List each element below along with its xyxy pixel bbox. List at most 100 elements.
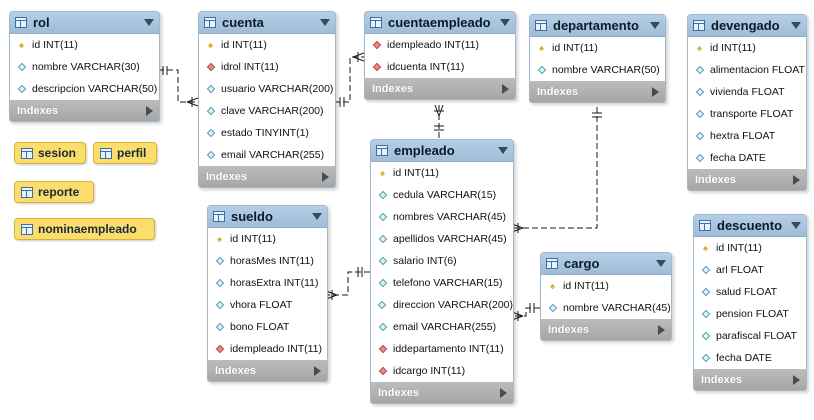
table-cuenta[interactable]: cuenta♠id INT(11)idrol INT(11)usuario VA… <box>198 11 336 188</box>
column-row[interactable]: idrol INT(11) <box>199 56 335 78</box>
column-row[interactable]: hextra FLOAT <box>688 125 806 147</box>
column-row[interactable]: ♠id INT(11) <box>541 275 671 297</box>
column-row[interactable]: ♠id INT(11) <box>208 228 327 250</box>
column-row[interactable]: clave VARCHAR(200) <box>199 100 335 122</box>
dropdown-arrow-icon[interactable] <box>791 22 801 29</box>
table-header[interactable]: sueldo <box>208 206 327 228</box>
column-row[interactable]: email VARCHAR(255) <box>371 316 513 338</box>
indexes-bar[interactable]: Indexes <box>694 369 806 390</box>
table-cargo[interactable]: cargo♠id INT(11)nombre VARCHAR(45)Indexe… <box>540 252 672 341</box>
indexes-bar[interactable]: Indexes <box>541 319 671 340</box>
dropdown-arrow-icon[interactable] <box>320 19 330 26</box>
column-row[interactable]: ♠id INT(11) <box>688 37 806 59</box>
dropdown-arrow-icon[interactable] <box>498 147 508 154</box>
table-rol[interactable]: rol♠id INT(11)nombre VARCHAR(30)descripc… <box>9 11 160 122</box>
dropdown-arrow-icon[interactable] <box>144 19 154 26</box>
indexes-bar[interactable]: Indexes <box>10 100 159 121</box>
column-row[interactable]: ♠id INT(11) <box>694 237 806 259</box>
view-perfil[interactable]: perfil <box>93 142 157 164</box>
column-row[interactable]: fecha DATE <box>688 147 806 169</box>
table-header[interactable]: cuenta <box>199 12 335 34</box>
column-row[interactable]: alimentacion FLOAT <box>688 59 806 81</box>
view-nominaempleado[interactable]: nominaempleado <box>14 218 155 240</box>
column-row[interactable]: nombres VARCHAR(45) <box>371 206 513 228</box>
column-row[interactable]: descripcion VARCHAR(50) <box>10 78 159 100</box>
column-row[interactable]: nombre VARCHAR(50) <box>530 59 665 81</box>
column-row[interactable]: ♠id INT(11) <box>10 34 159 56</box>
expand-arrow-icon[interactable] <box>322 171 329 182</box>
dropdown-arrow-icon[interactable] <box>650 22 660 29</box>
table-departamento[interactable]: departamento♠id INT(11) nombre VARCHAR(50… <box>529 14 666 103</box>
dropdown-arrow-icon[interactable] <box>312 213 322 220</box>
column-row[interactable]: idempleado INT(11) <box>208 338 327 360</box>
indexes-bar[interactable]: Indexes <box>365 78 515 99</box>
table-header[interactable]: empleado <box>371 140 513 162</box>
table-header[interactable]: cargo <box>541 253 671 275</box>
column-row[interactable]: vhora FLOAT <box>208 294 327 316</box>
relationship-cargo-empleado[interactable] <box>511 303 540 321</box>
expand-arrow-icon[interactable] <box>314 365 321 376</box>
indexes-bar[interactable]: Indexes <box>199 166 335 187</box>
expand-arrow-icon[interactable] <box>793 374 800 385</box>
table-sueldo[interactable]: sueldo♠id INT(11)horasMes INT(11)horasEx… <box>207 205 328 382</box>
column-row[interactable]: transporte FLOAT <box>688 103 806 125</box>
column-row[interactable]: fecha DATE <box>694 347 806 369</box>
dropdown-arrow-icon[interactable] <box>791 222 801 229</box>
column-row[interactable]: horasExtra INT(11) <box>208 272 327 294</box>
column-row[interactable]: direccion VARCHAR(200) <box>371 294 513 316</box>
column-row[interactable]: arl FLOAT <box>694 259 806 281</box>
table-header[interactable]: devengado <box>688 15 806 37</box>
column-row[interactable]: bono FLOAT <box>208 316 327 338</box>
column-row[interactable]: idempleado INT(11) <box>365 34 515 56</box>
expand-arrow-icon[interactable] <box>146 105 153 116</box>
column-row[interactable]: ♠id INT(11) <box>530 37 665 59</box>
relationship-empleado-cuentaempleado[interactable] <box>434 104 444 138</box>
expand-arrow-icon[interactable] <box>658 324 665 335</box>
expand-arrow-icon[interactable] <box>652 86 659 97</box>
column-row[interactable]: horasMes INT(11) <box>208 250 327 272</box>
column-icon <box>377 277 388 289</box>
column-row[interactable]: cedula VARCHAR(15) <box>371 184 513 206</box>
expand-arrow-icon[interactable] <box>502 83 509 94</box>
column-text: nombre VARCHAR(50) <box>552 64 660 76</box>
column-row[interactable]: idcargo INT(11) <box>371 360 513 382</box>
column-row[interactable]: parafiscal FLOAT <box>694 325 806 347</box>
table-empleado[interactable]: empleado♠id INT(11)cedula VARCHAR(15)nom… <box>370 139 514 404</box>
column-row[interactable]: vivienda FLOAT <box>688 81 806 103</box>
column-row[interactable]: pension FLOAT <box>694 303 806 325</box>
relationship-empleado-sueldo[interactable] <box>325 267 370 300</box>
view-reporte[interactable]: reporte <box>14 181 94 203</box>
column-row[interactable]: email VARCHAR(255) <box>199 144 335 166</box>
table-header[interactable]: descuento <box>694 215 806 237</box>
indexes-bar[interactable]: Indexes <box>208 360 327 381</box>
indexes-bar[interactable]: Indexes <box>688 169 806 190</box>
dropdown-arrow-icon[interactable] <box>656 260 666 267</box>
column-row[interactable]: nombre VARCHAR(45) <box>541 297 671 319</box>
relationship-departamento-empleado[interactable] <box>511 107 602 233</box>
indexes-bar[interactable]: Indexes <box>371 382 513 403</box>
dropdown-arrow-icon[interactable] <box>500 19 510 26</box>
table-header[interactable]: rol <box>10 12 159 34</box>
column-row[interactable]: apellidos VARCHAR(45) <box>371 228 513 250</box>
column-row[interactable]: telefono VARCHAR(15) <box>371 272 513 294</box>
expand-arrow-icon[interactable] <box>793 174 800 185</box>
indexes-bar[interactable]: Indexes <box>530 81 665 102</box>
relationship-rol-cuenta[interactable] <box>158 66 199 107</box>
column-row[interactable]: estado TINYINT(1) <box>199 122 335 144</box>
column-row[interactable]: iddepartamento INT(11) <box>371 338 513 360</box>
column-row[interactable]: ♠id INT(11) <box>371 162 513 184</box>
expand-arrow-icon[interactable] <box>500 387 507 398</box>
column-row[interactable]: salario INT(6) <box>371 250 513 272</box>
column-row[interactable]: salud FLOAT <box>694 281 806 303</box>
column-row[interactable]: idcuenta INT(11) <box>365 56 515 78</box>
column-row[interactable]: usuario VARCHAR(200) <box>199 78 335 100</box>
column-row[interactable]: nombre VARCHAR(30) <box>10 56 159 78</box>
column-row[interactable]: ♠id INT(11) <box>199 34 335 56</box>
table-header[interactable]: cuentaempleado <box>365 12 515 34</box>
table-header[interactable]: departamento <box>530 15 665 37</box>
relationship-cuenta-cuentaempleado[interactable] <box>334 52 365 107</box>
view-sesion[interactable]: sesion <box>14 142 86 164</box>
